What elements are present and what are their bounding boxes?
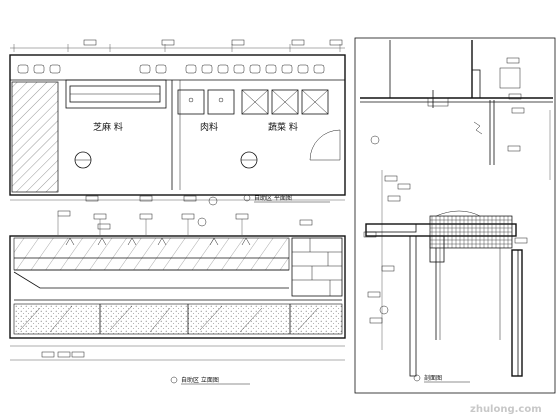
section-view: 剖面图 — [354, 37, 556, 394]
elevation-view: 自助区 立面图 — [9, 210, 346, 385]
plan-bottom-tags — [85, 195, 197, 202]
plan-caption: 自助区 平面图 — [254, 194, 292, 202]
elev-tags — [57, 210, 313, 230]
plan-label-left: 芝麻 料 — [93, 121, 123, 133]
elevation-caption: 自助区 立面图 — [181, 376, 219, 384]
watermark-text: zhulong.com — [470, 404, 542, 415]
plan-wells — [177, 89, 329, 115]
section-grid-panel — [429, 215, 513, 249]
elev-lamps — [65, 237, 251, 246]
plan-label-mid: 肉料 — [200, 121, 218, 133]
plan-slot-row — [17, 64, 325, 74]
elev-bottom-tags — [41, 351, 85, 358]
section-caption: 剖面图 — [424, 374, 442, 382]
section-tags — [363, 57, 528, 324]
plan-label-right: 蔬菜 料 — [268, 121, 298, 133]
plan-view: 芝麻 料 肉料 蔬菜 料 自助区 平面图 — [9, 39, 346, 206]
plan-top-tags — [83, 39, 343, 46]
